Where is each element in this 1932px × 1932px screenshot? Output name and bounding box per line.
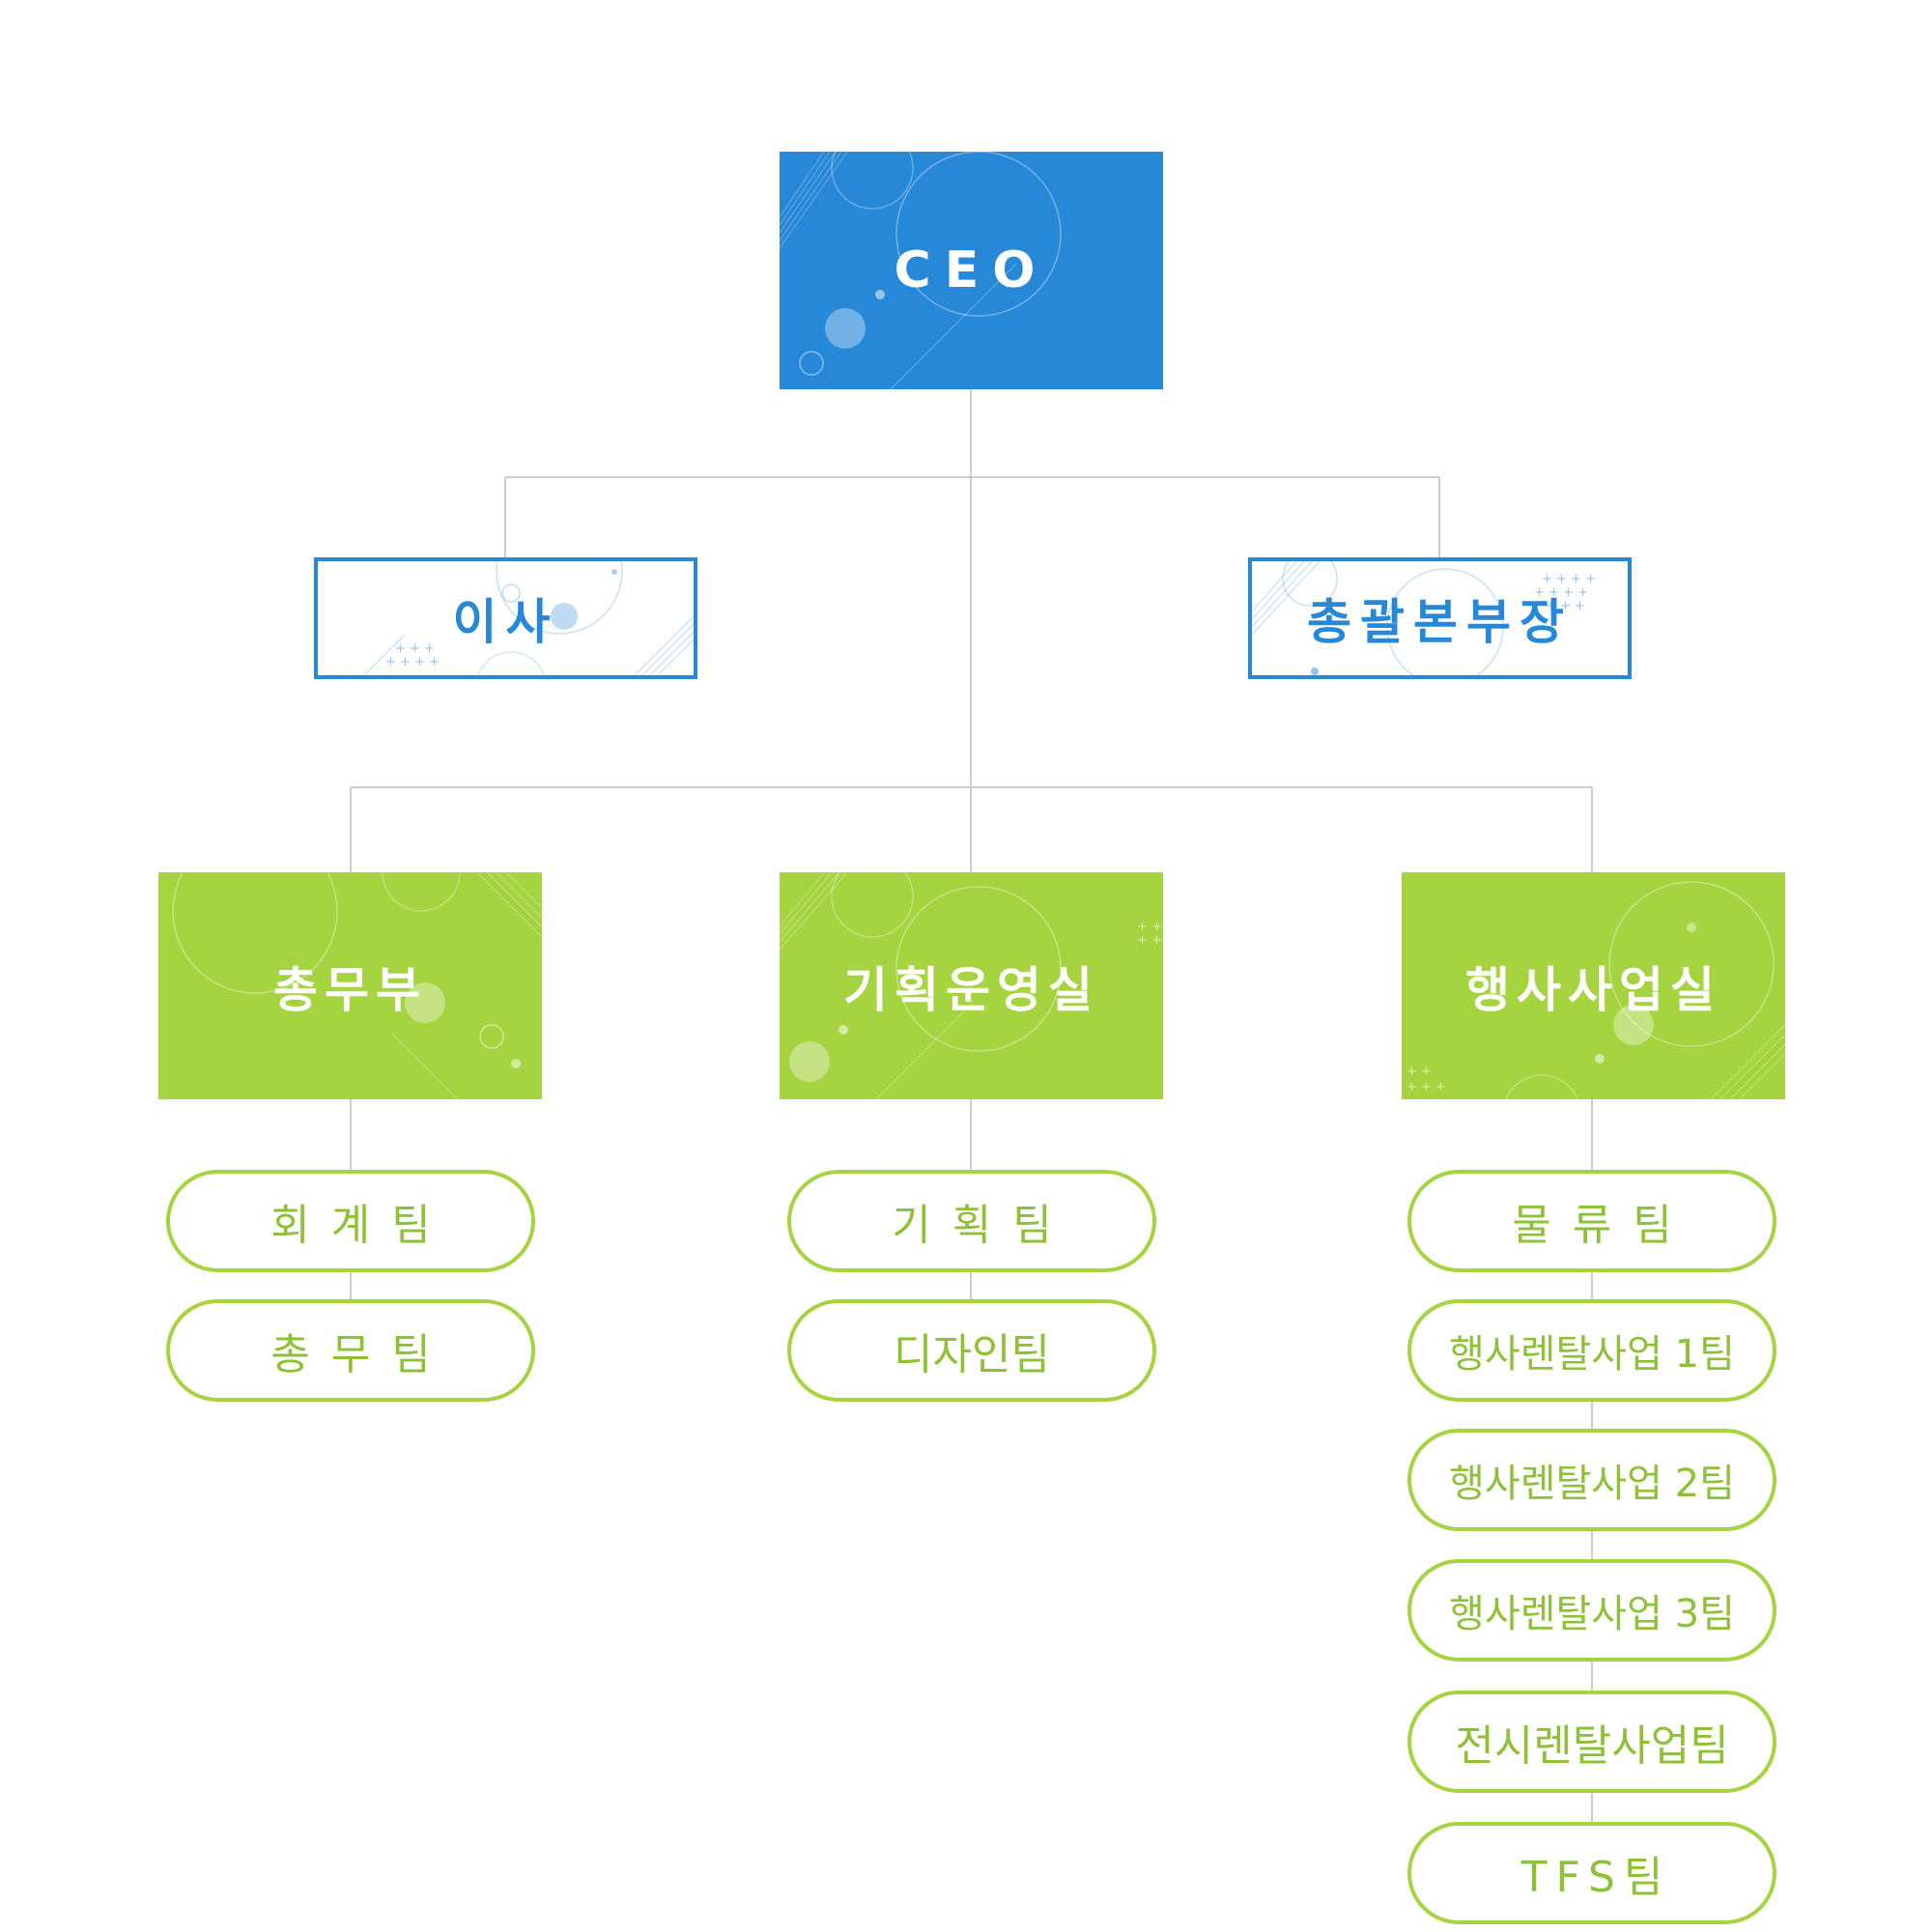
dept-1-label: 총무부 (273, 961, 427, 1018)
dept-1-decoration (172, 872, 542, 1099)
hq-head-label: 총괄본부장 (1307, 594, 1573, 650)
svg-text:+ +: + + (1137, 933, 1162, 948)
hq-head-box: + + + + + + + + + + + 총괄본부장 (1248, 557, 1632, 679)
team-event-rental-3: 행사렌탈사업 3팀 (1407, 1559, 1776, 1662)
svg-text:+ +: + + (1406, 1065, 1432, 1079)
team-accounting: 회계팀 (166, 1170, 535, 1272)
svg-text:+ + +: + + + (395, 641, 435, 656)
team-planning: 기획팀 (787, 1170, 1156, 1272)
svg-text:+ + + +: + + + + (1542, 572, 1596, 586)
team-exhibition-rental: 전시렌탈사업팀 (1407, 1690, 1776, 1793)
team-design: 디자인팀 (787, 1299, 1156, 1402)
dept-2-decoration: + + + + (780, 872, 1162, 1099)
director-decoration: + + + + + + + (363, 561, 694, 675)
dept-2-label: 기획운영실 (843, 961, 1099, 1018)
team-tfs: TFS팀 (1407, 1822, 1776, 1924)
dept-3-decoration: + + + + + (1406, 881, 1785, 1099)
hq-decoration: + + + + + + + + + + + (1252, 561, 1596, 675)
ceo-label: CEO (894, 242, 1049, 299)
ceo-box: CEO (780, 152, 1163, 389)
dept-event-business: + + + + + 행사사업실 (1402, 872, 1785, 1099)
dept-3-label: 행사사업실 (1465, 961, 1721, 1018)
dept-general-affairs: 총무부 (158, 872, 542, 1099)
svg-text:+ + + +: + + + + (1534, 585, 1588, 600)
svg-text:+ + +: + + + (1546, 599, 1585, 613)
svg-text:+ + +: + + + (1406, 1080, 1446, 1094)
team-general-affairs: 총무팀 (166, 1299, 535, 1402)
director-box: + + + + + + + 이사 (314, 557, 697, 679)
ceo-decoration (780, 152, 1062, 389)
dept-planning-operations: + + + + 기획운영실 (780, 872, 1163, 1099)
team-logistics: 물류팀 (1407, 1170, 1776, 1272)
team-event-rental-1: 행사렌탈사업 1팀 (1407, 1299, 1776, 1402)
svg-text:+ + + +: + + + + (385, 655, 440, 669)
team-event-rental-2: 행사렌탈사업 2팀 (1407, 1429, 1776, 1531)
director-label: 이사 (452, 594, 559, 650)
svg-text:+ +: + + (1137, 920, 1162, 934)
